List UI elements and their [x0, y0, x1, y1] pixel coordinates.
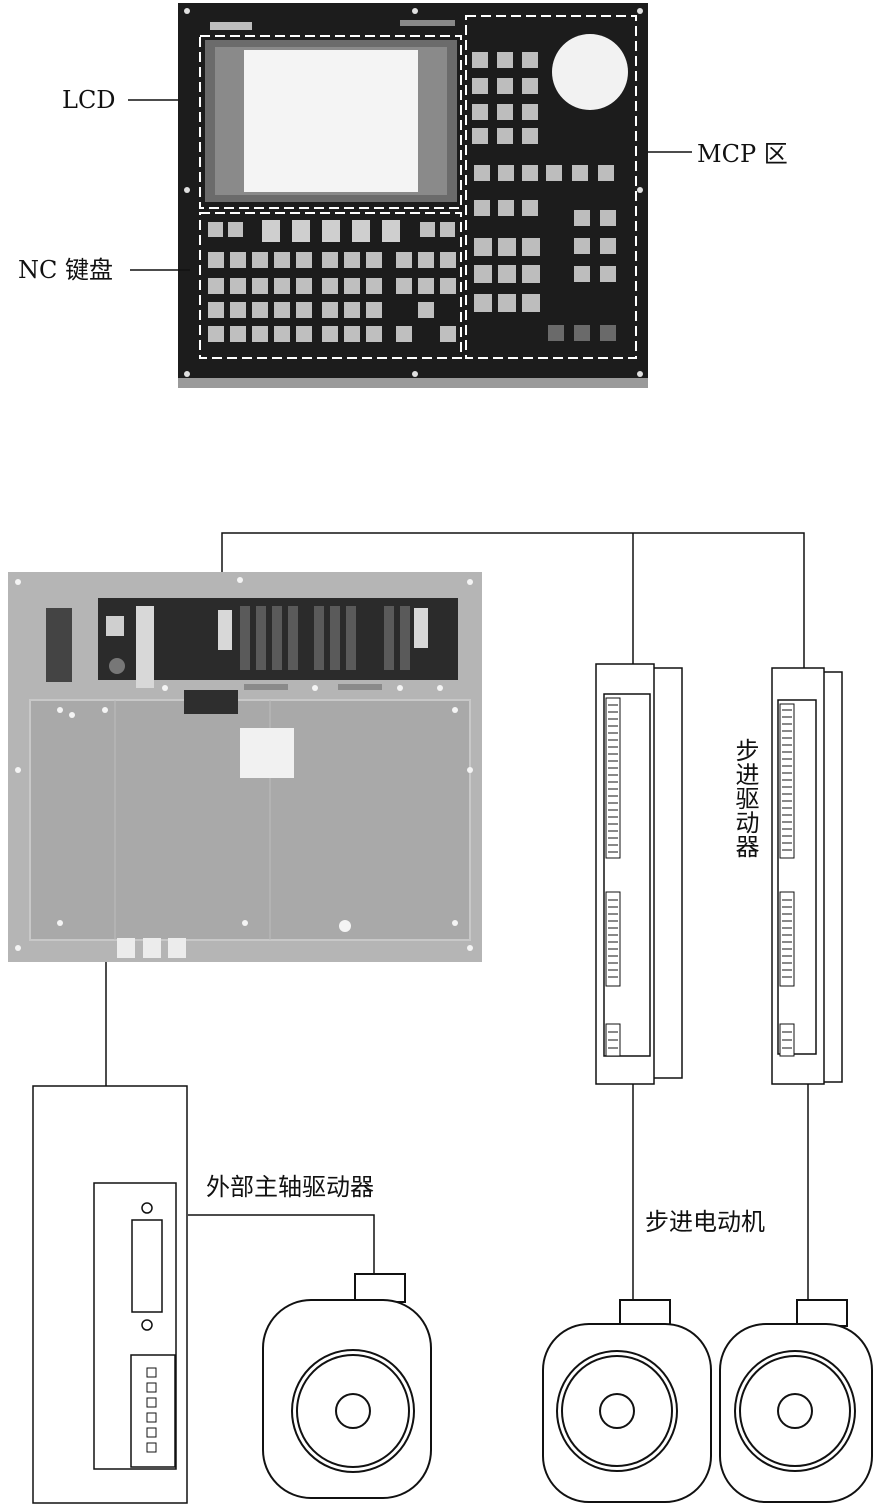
stepper-driver-2: [771, 667, 843, 1085]
stepper-motor-label: 步进电动机: [645, 1208, 765, 1236]
spindle-driver-label: 外部主轴驱动器: [206, 1173, 374, 1201]
nc-keys: [208, 222, 456, 342]
nc-keyboard-label: NC 键盘: [18, 256, 113, 284]
stepper-motor-2: [719, 1299, 873, 1503]
nc-unit-board: [8, 572, 482, 962]
lcd-label: LCD: [62, 86, 116, 114]
stepper-driver-1: [595, 663, 683, 1085]
spindle-driver: [32, 1085, 188, 1504]
lcd-screen: [205, 40, 457, 202]
operator-panel: [128, 3, 692, 388]
stepper-driver-label: 步进驱动器: [731, 738, 759, 858]
mcp-label: MCP 区: [697, 140, 788, 168]
spindle-motor: [262, 1273, 432, 1499]
mcp-keys: [472, 34, 628, 341]
stepper-motor-1: [542, 1299, 712, 1503]
wiring: [105, 532, 809, 1300]
